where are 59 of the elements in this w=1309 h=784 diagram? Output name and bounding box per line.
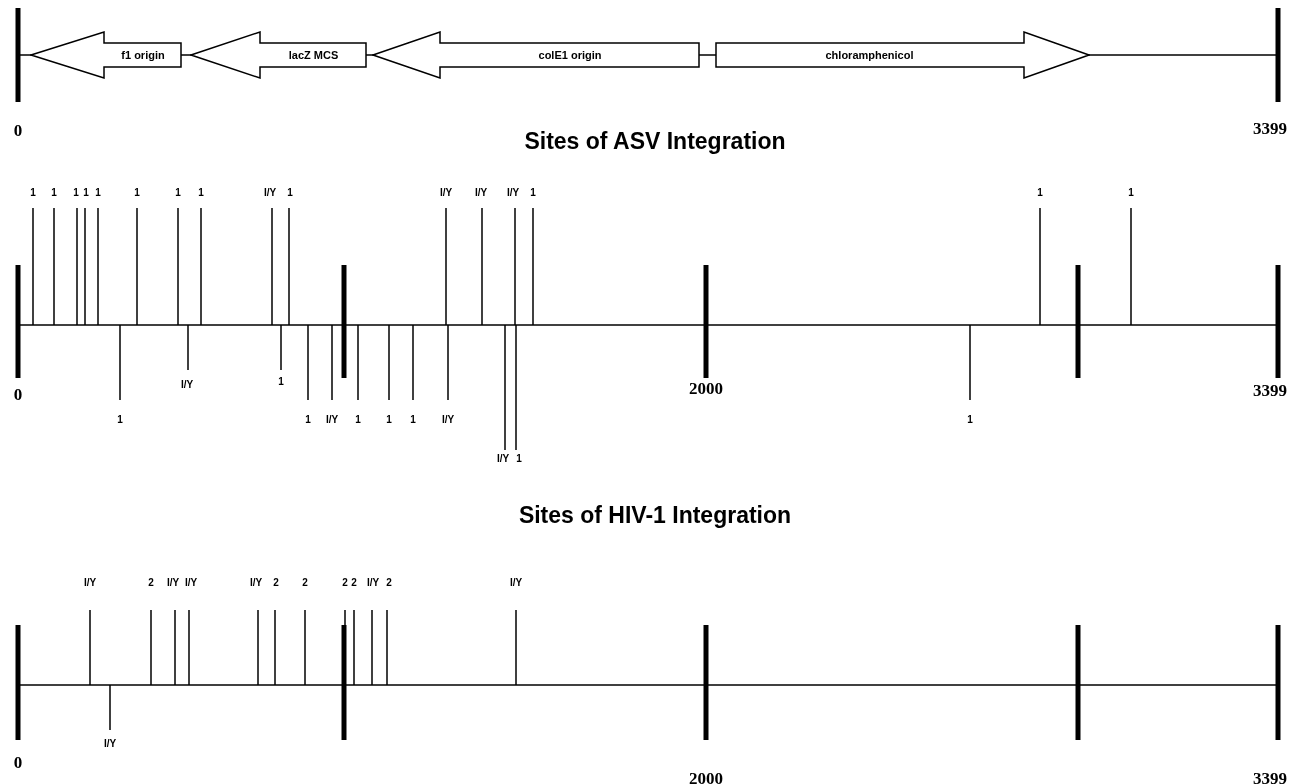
- site-label: I/Y: [263, 188, 277, 198]
- scale-number: 3399: [1253, 381, 1287, 399]
- site-label: I/Y: [439, 188, 453, 198]
- site-label: I/Y: [83, 578, 97, 588]
- section-heading: Sites of HIV-1 Integration: [518, 503, 792, 527]
- site-label: I/Y: [506, 188, 520, 198]
- site-label: I/Y: [180, 380, 194, 390]
- scale-number: 2000: [689, 379, 723, 397]
- gene-feature-shape: [30, 31, 182, 79]
- site-label: 2: [351, 578, 357, 588]
- site-label: 1: [1037, 188, 1043, 198]
- gene-feature-shape: [190, 31, 367, 79]
- site-label: 1: [305, 415, 311, 425]
- site-label: 1: [410, 415, 416, 425]
- site-label: 1: [967, 415, 973, 425]
- site-label: 2: [302, 578, 308, 588]
- site-label: I/Y: [474, 188, 488, 198]
- site-label: 2: [273, 578, 279, 588]
- scale-number: 0: [13, 121, 23, 139]
- section-heading: Sites of ASV Integration: [524, 129, 786, 153]
- feature-label: lacZ MCS: [287, 48, 340, 63]
- site-label: I/Y: [184, 578, 198, 588]
- site-label: 1: [95, 188, 101, 198]
- scale-number: 2000: [689, 769, 723, 784]
- scale-number: 3399: [1253, 119, 1287, 137]
- site-label: I/Y: [325, 415, 339, 425]
- site-label: 1: [83, 188, 89, 198]
- site-label: 1: [1128, 188, 1134, 198]
- site-label: I/Y: [166, 578, 180, 588]
- scale-number: 0: [13, 385, 23, 403]
- site-label: 1: [516, 454, 522, 464]
- site-label: 1: [51, 188, 57, 198]
- site-label: I/Y: [249, 578, 263, 588]
- site-label: 2: [148, 578, 154, 588]
- gene-feature-shape: [715, 31, 1090, 79]
- site-label: I/Y: [366, 578, 380, 588]
- feature-label: chloramphenicol: [824, 48, 915, 63]
- scale-number: 0: [13, 753, 23, 771]
- site-label: 1: [134, 188, 140, 198]
- site-label: 1: [73, 188, 79, 198]
- site-label: 2: [342, 578, 348, 588]
- site-label: 1: [386, 415, 392, 425]
- feature-label: colE1 origin: [537, 48, 603, 63]
- site-label: 1: [287, 188, 293, 198]
- site-label: 1: [30, 188, 36, 198]
- site-label: I/Y: [103, 739, 117, 749]
- feature-label: f1 origin: [120, 48, 166, 63]
- site-label: I/Y: [496, 454, 510, 464]
- site-label: 1: [117, 415, 123, 425]
- site-label: I/Y: [441, 415, 455, 425]
- site-label: I/Y: [509, 578, 523, 588]
- site-label: 1: [198, 188, 204, 198]
- scale-number: 3399: [1253, 769, 1287, 784]
- site-label: 2: [386, 578, 392, 588]
- site-label: 1: [530, 188, 536, 198]
- site-label: 1: [355, 415, 361, 425]
- gene-feature-shape: [372, 31, 700, 79]
- site-label: 1: [175, 188, 181, 198]
- site-label: 1: [278, 377, 284, 387]
